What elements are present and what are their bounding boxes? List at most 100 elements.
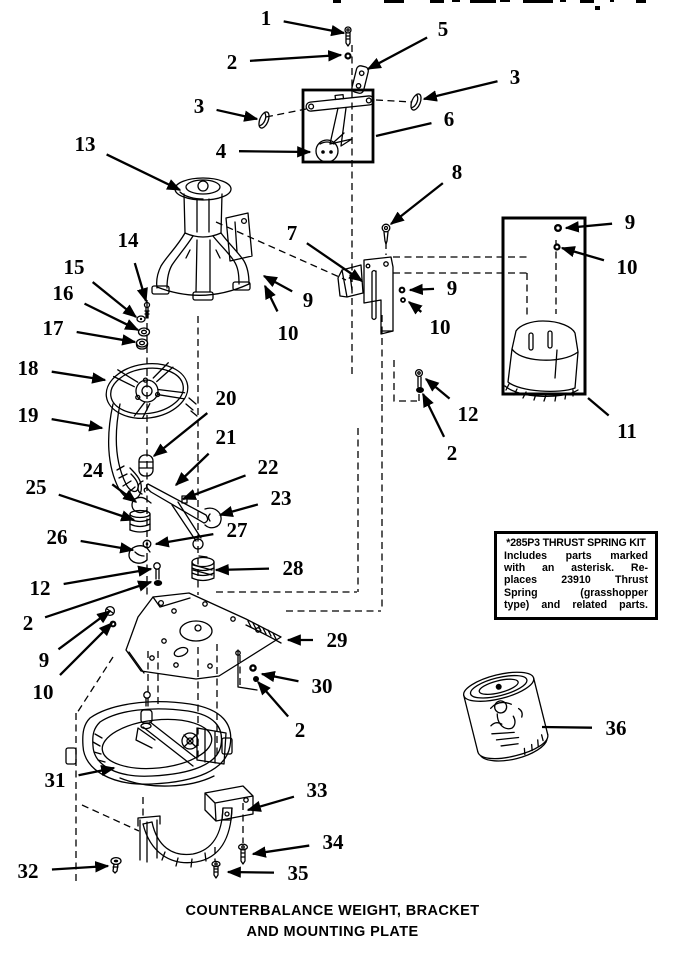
part-33-bracket	[204, 785, 254, 822]
callout-30-number: 30	[312, 674, 333, 698]
part-10-nut-mid	[400, 297, 406, 303]
part-31-counterbalance-housing	[65, 701, 233, 787]
callout-2-leader	[257, 680, 290, 718]
callout-9-number: 9	[447, 276, 458, 300]
counterweight-box	[501, 216, 587, 396]
callout-12-leader	[424, 378, 451, 400]
callout-27-leader	[154, 532, 214, 548]
callout-2-number: 2	[447, 441, 458, 465]
part-35-screw	[211, 860, 221, 879]
callout-11-leader	[587, 397, 610, 417]
callout-23: 23	[218, 486, 292, 518]
callout-35: 35	[226, 861, 309, 885]
callout-3: 3	[422, 65, 521, 102]
callout-36: 36	[541, 716, 627, 740]
callout-26-number: 26	[47, 525, 68, 549]
callout-12-number: 12	[458, 402, 479, 426]
callout-2-leader	[249, 50, 343, 62]
callout-13-leader	[106, 153, 182, 192]
callout-6-leader	[375, 121, 432, 138]
part-6-arm	[329, 107, 353, 147]
callout-9-number: 9	[39, 648, 50, 672]
callout-25-number: 25	[26, 475, 47, 499]
callout-36-number: 36	[606, 716, 627, 740]
part-16-ring	[137, 327, 151, 337]
callout-13-number: 13	[75, 132, 96, 156]
part-17-nut	[135, 338, 149, 350]
callout-2: 2	[257, 680, 306, 742]
callout-16-number: 16	[53, 281, 74, 305]
callout-13: 13	[75, 132, 182, 192]
callout-24-leader	[111, 483, 138, 503]
callout-27: 27	[154, 518, 248, 548]
callout-35-leader	[226, 866, 275, 878]
callout-1-number: 1	[261, 6, 272, 30]
callout-21-number: 21	[216, 425, 237, 449]
callout-23-number: 23	[271, 486, 292, 510]
callout-31-leader	[78, 764, 116, 777]
part-27-ring	[142, 539, 152, 549]
callout-2-number: 2	[23, 611, 34, 635]
callout-10-number: 10	[617, 255, 638, 279]
callout-34-leader	[251, 844, 310, 858]
caption-line-2: AND MOUNTING PLATE	[246, 924, 419, 940]
callout-3-number: 3	[510, 65, 521, 89]
callout-20-number: 20	[216, 386, 237, 410]
callout-9: 9	[39, 610, 112, 672]
callout-11: 11	[587, 397, 637, 443]
callout-8-number: 8	[452, 160, 463, 184]
callout-18-number: 18	[18, 356, 39, 380]
callout-5: 5	[366, 17, 449, 71]
callout-30-leader	[260, 670, 299, 683]
part-2-nut-top	[344, 52, 352, 60]
kit-note-line-1: Includes parts marked	[504, 550, 648, 562]
callout-17-leader	[76, 330, 137, 346]
part-4-disc	[315, 139, 339, 163]
callout-2: 2	[421, 392, 458, 465]
part-15-washer	[136, 315, 146, 323]
part-20-sleeve	[138, 454, 154, 477]
callout-10-leader	[263, 284, 279, 312]
callout-10: 10	[263, 284, 299, 345]
callout-5-number: 5	[438, 17, 449, 41]
pivot-assembly-box	[301, 88, 375, 164]
callout-9-leader	[262, 274, 293, 293]
callout-33-leader	[246, 795, 295, 812]
callout-2-number: 2	[295, 718, 306, 742]
callout-10-number: 10	[33, 680, 54, 704]
figure-caption: COUNTERBALANCE WEIGHT, BRACKET AND MOUNT…	[140, 901, 525, 943]
callout-2-leader	[44, 580, 153, 619]
callout-27-number: 27	[227, 518, 248, 542]
callout-28-leader	[214, 563, 270, 576]
part-11-counterweight	[504, 320, 579, 402]
callout-32-leader	[51, 861, 110, 873]
callout-2: 2	[23, 580, 153, 635]
part-9-screw-right	[554, 224, 562, 232]
callout-24: 24	[83, 458, 138, 503]
callout-10-number: 10	[430, 315, 451, 339]
callout-33: 33	[246, 778, 328, 812]
callout-12-leader	[63, 565, 153, 586]
part-28-spring	[191, 555, 215, 582]
callout-20-leader	[152, 412, 209, 457]
callout-10: 10	[560, 246, 638, 279]
callout-34-number: 34	[323, 830, 345, 854]
callout-9-leader	[408, 283, 435, 296]
part-1-screw	[344, 26, 352, 47]
callout-4-leader	[238, 146, 312, 158]
callout-3-number: 3	[194, 94, 205, 118]
plate-flange-corner	[237, 649, 258, 691]
callout-35-number: 35	[288, 861, 309, 885]
page-edge-artifact	[333, 0, 646, 10]
callout-15-number: 15	[64, 255, 85, 279]
callout-10-leader	[59, 621, 114, 676]
callout-10: 10	[33, 621, 114, 704]
callout-10-leader	[407, 301, 423, 315]
callout-16: 16	[53, 281, 140, 332]
callout-7-number: 7	[287, 221, 298, 245]
thrust-spring-kit-note: *285P3 THRUST SPRING KIT Includes parts …	[494, 531, 658, 620]
callout-17-number: 17	[43, 316, 64, 340]
callout-2-leader	[421, 392, 446, 438]
callout-28-number: 28	[283, 556, 304, 580]
